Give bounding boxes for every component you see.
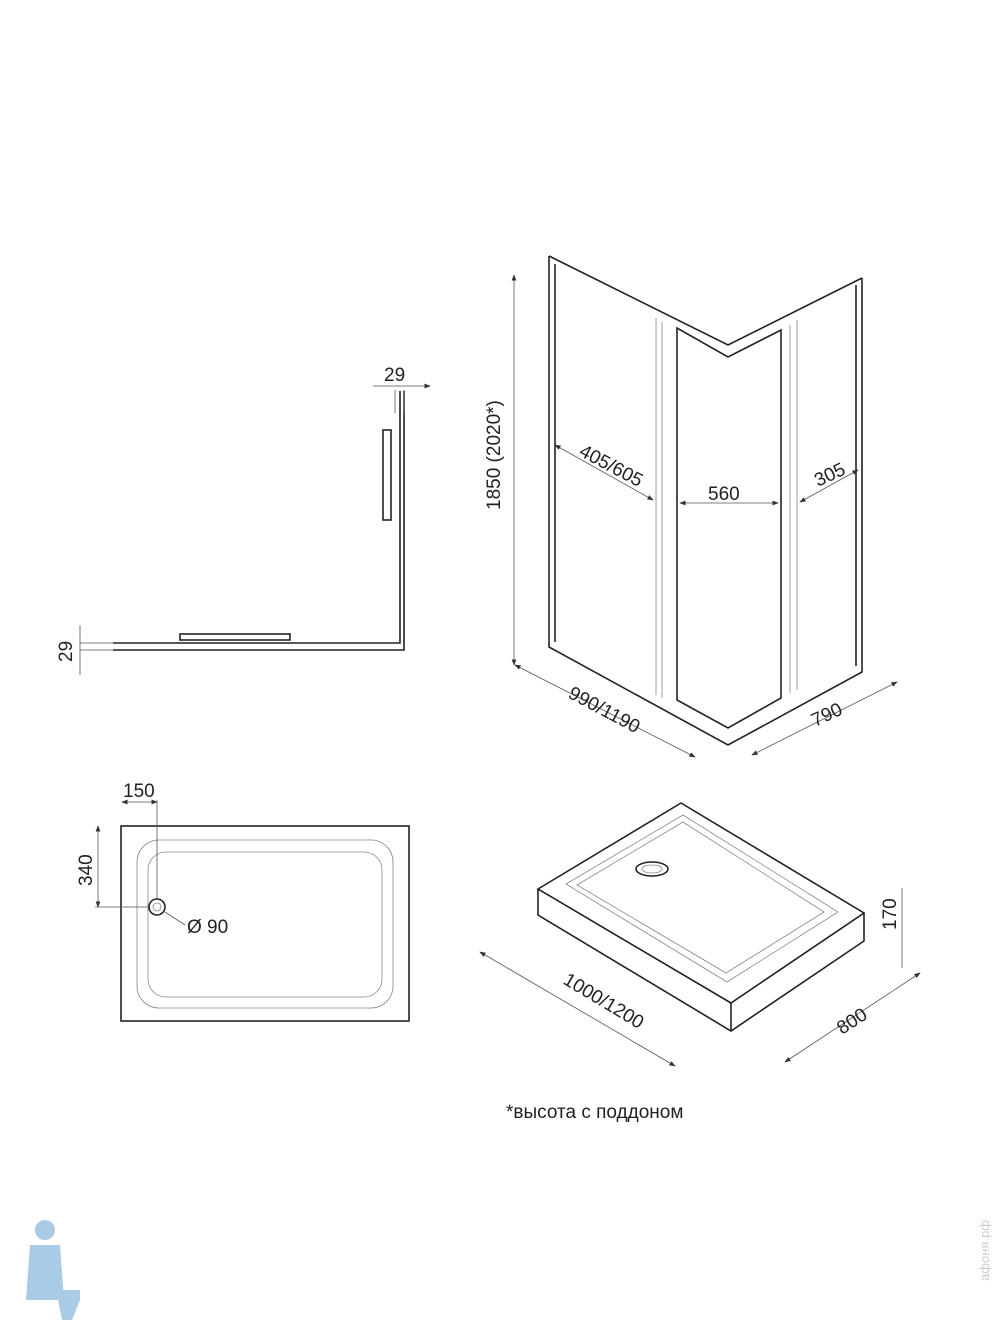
dim-drain-y: 340: [76, 854, 97, 886]
dim-door-center: 560: [708, 484, 740, 505]
dim-drain-x: 150: [123, 781, 155, 802]
enclosure-iso: 1850 (2020*) 405/605 560 305 990/1190 79…: [484, 255, 898, 758]
dim-top-29: 29: [384, 365, 405, 386]
dim-height: 1850 (2020*): [484, 400, 505, 510]
footnote: *высота с поддоном: [506, 1102, 683, 1123]
dim-tray-width: 800: [833, 1004, 871, 1039]
dim-door-right: 305: [811, 459, 849, 491]
dim-door-left: 405/605: [576, 441, 647, 492]
dim-tray-height: 170: [880, 898, 901, 930]
tray-iso: 1000/1200 800 170: [479, 802, 921, 1067]
tray-plan: 150 340 Ø 90: [76, 781, 410, 1022]
watermark: афоня.рф: [977, 1220, 992, 1281]
dim-left-29: 29: [56, 641, 77, 662]
dim-width: 990/1190: [565, 683, 644, 738]
top-view: 29 29: [56, 365, 431, 675]
plumber-logo-icon: [26, 1220, 80, 1320]
dim-drain-diameter: Ø 90: [187, 917, 228, 938]
dim-depth: 790: [808, 699, 846, 731]
